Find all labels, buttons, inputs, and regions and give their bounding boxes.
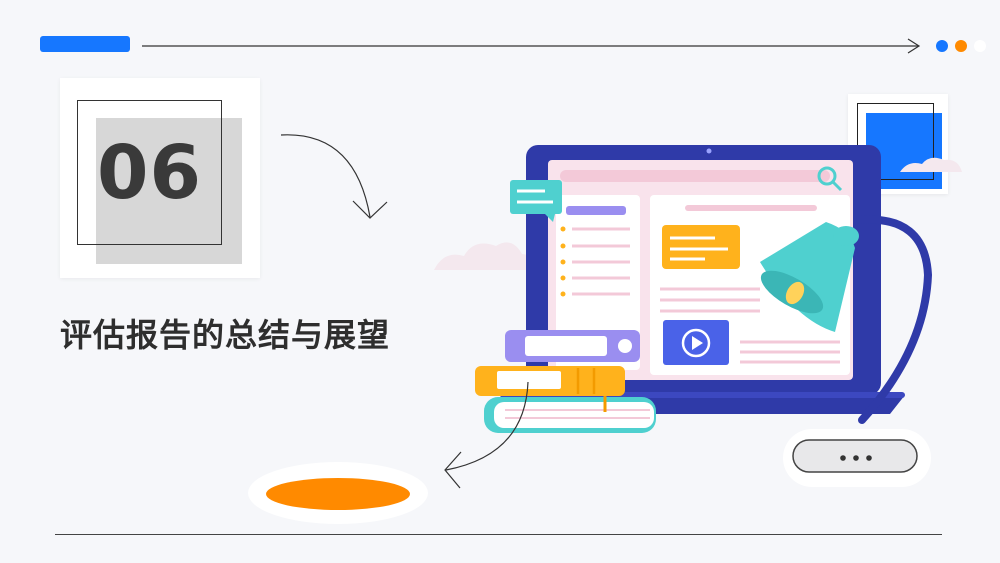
cloud-right (900, 157, 962, 172)
section-number: 06 (97, 129, 202, 216)
book-stack (475, 330, 656, 433)
orange-platform (248, 462, 428, 524)
curved-arrow-icon (280, 134, 388, 219)
cloud-left (434, 242, 539, 270)
more-dots-icon (783, 429, 931, 487)
orange-dot (955, 40, 967, 52)
blue-square-frame (857, 103, 934, 180)
section-number-frame (77, 100, 222, 245)
curved-arrow-icon (444, 381, 529, 489)
top-accent-bar (40, 36, 130, 52)
bottom-divider (55, 534, 942, 535)
section-title: 评估报告的总结与展望 (60, 316, 391, 354)
search-icon (817, 166, 843, 192)
desk-lamp-icon (760, 215, 933, 424)
play-icon (681, 328, 711, 358)
section-number-shadow (96, 118, 242, 264)
white-dot (974, 40, 986, 52)
arrow-right-icon (142, 38, 921, 54)
blue-dot (936, 40, 948, 52)
chat-bubble-icon (510, 180, 562, 222)
